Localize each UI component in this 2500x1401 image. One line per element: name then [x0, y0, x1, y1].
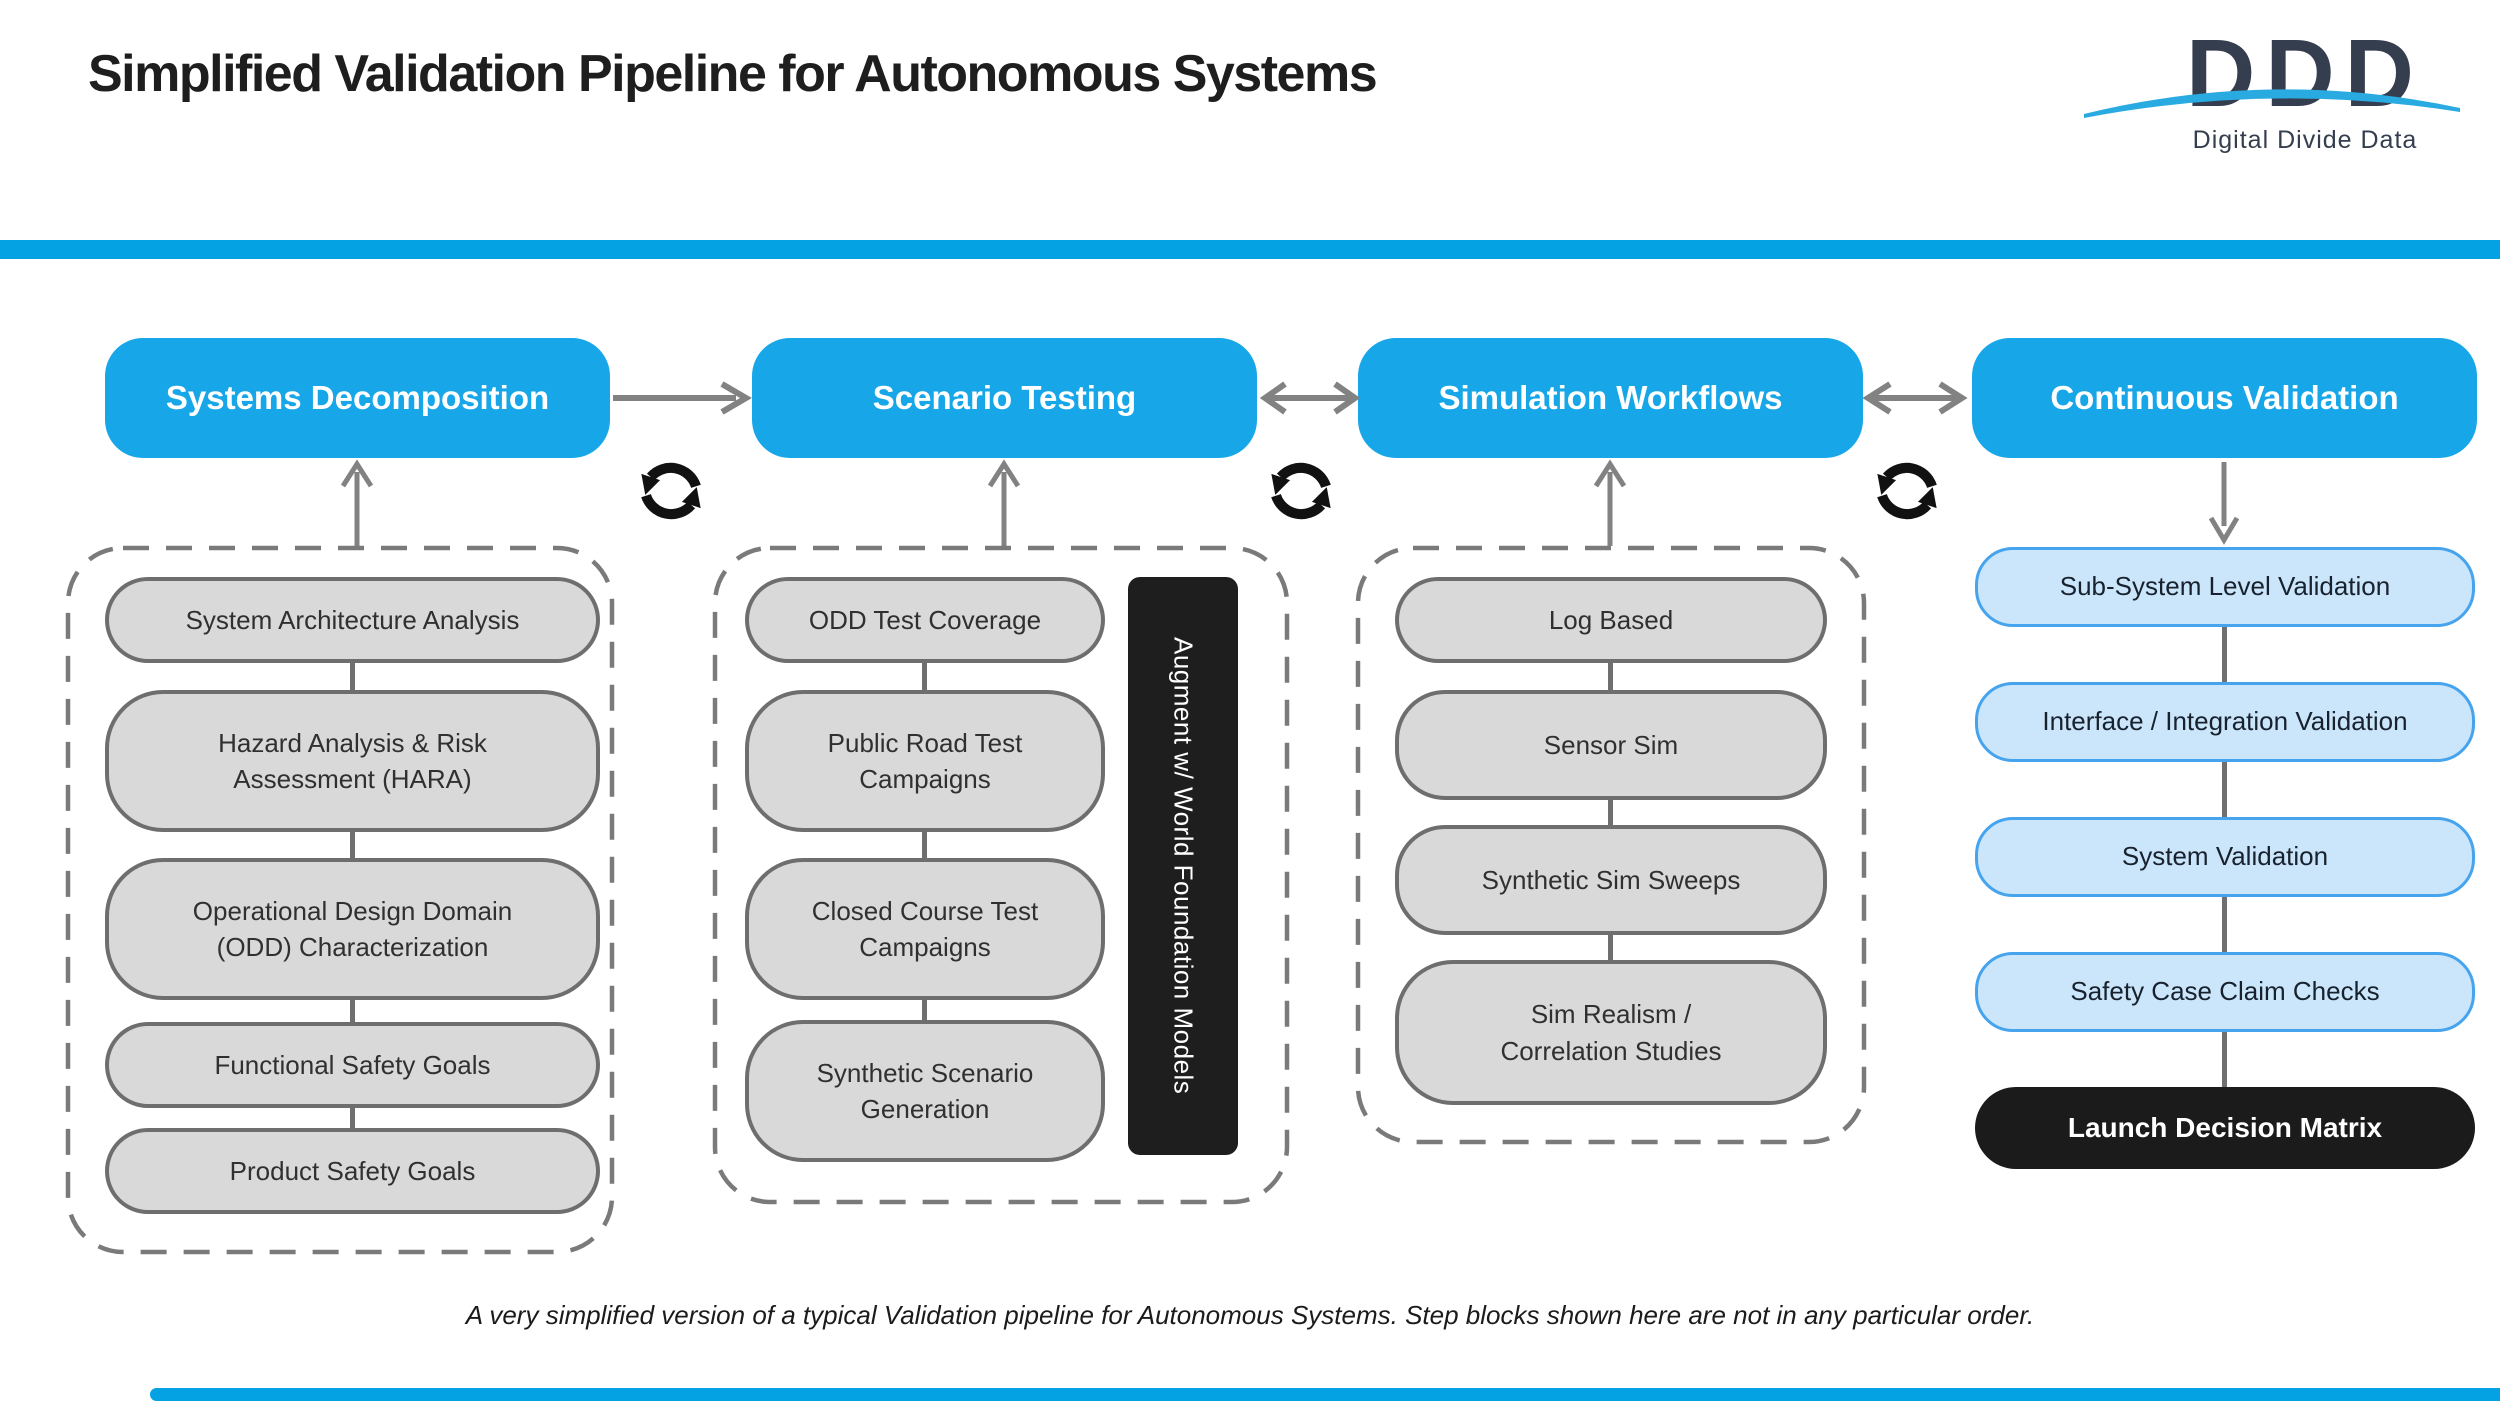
up-arrow-icon	[340, 459, 374, 546]
step-connector	[1608, 800, 1613, 825]
step-label: Log Based	[1548, 604, 1674, 635]
logo-acronym: DDD	[2186, 20, 2424, 127]
step-connector	[350, 1108, 355, 1128]
validation-step-box: Safety Case Claim Checks	[1975, 952, 2475, 1032]
step-box: ODD Test Coverage	[745, 577, 1105, 663]
validation-step-box: Interface / Integration Validation	[1975, 682, 2475, 762]
logo-company-name: Digital Divide Data	[2192, 126, 2418, 154]
step-connector	[922, 832, 927, 858]
stage-group-border	[65, 545, 615, 1255]
down-arrow-icon	[2208, 462, 2240, 545]
stage-pill-continuous-validation: Continuous Validation	[1972, 338, 2477, 458]
stage-title: Continuous Validation	[2050, 379, 2399, 416]
stage-title: Simulation Workflows	[1438, 379, 1783, 416]
step-label: Interface / Integration Validation	[2042, 706, 2408, 737]
validation-step-box: System Validation	[1975, 817, 2475, 897]
stage-group-border	[1355, 545, 1867, 1145]
up-arrow-icon	[1593, 459, 1627, 546]
company-logo: DDD Digital Divide Data	[2140, 26, 2470, 155]
step-label: ODD Test Coverage	[808, 604, 1042, 635]
step-connector	[922, 1000, 927, 1020]
step-box: Log Based	[1395, 577, 1827, 663]
launch-decision-box: Launch Decision Matrix	[1975, 1087, 2475, 1169]
cycle-icon	[1877, 462, 1937, 520]
validation-step-box: Sub-System Level Validation	[1975, 547, 2475, 627]
step-connector	[350, 832, 355, 858]
stage-group-border	[712, 545, 1290, 1205]
footer-caption: A very simplified version of a typical V…	[465, 1300, 2035, 1330]
step-label: System Validation	[2121, 841, 2329, 872]
up-arrow-icon	[987, 459, 1021, 546]
step-box: Closed Course Test Campaigns	[745, 858, 1105, 1000]
step-label: Operational Design Domain (ODD) Characte…	[192, 895, 513, 962]
step-label: Safety Case Claim Checks	[2070, 976, 2380, 1007]
step-connector	[2222, 627, 2227, 682]
step-connector	[2222, 897, 2227, 952]
step-box: Sim Realism / Correlation Studies	[1395, 960, 1827, 1105]
step-connector	[2222, 762, 2227, 817]
augment-note-box: Augment w/ World Foundation Models	[1128, 577, 1238, 1155]
step-box: Operational Design Domain (ODD) Characte…	[105, 858, 600, 1000]
step-label: Sub-System Level Validation	[2059, 571, 2391, 602]
logo-swoosh-icon	[2084, 89, 2460, 118]
step-label: Launch Decision Matrix	[2067, 1112, 2383, 1143]
step-box: Synthetic Sim Sweeps	[1395, 825, 1827, 935]
step-label: Public Road Test Campaigns	[827, 727, 1023, 794]
double-arrow-icon	[1259, 381, 1361, 415]
page-title: Simplified Validation Pipeline for Auton…	[88, 45, 1378, 103]
bottom-accent-bar	[150, 1388, 2500, 1401]
step-box: Product Safety Goals	[105, 1128, 600, 1214]
step-connector	[1608, 935, 1613, 960]
step-connector	[350, 663, 355, 690]
step-label: Closed Course Test Campaigns	[811, 895, 1039, 962]
step-label: System Architecture Analysis	[185, 604, 520, 635]
step-box: Public Road Test Campaigns	[745, 690, 1105, 832]
step-label: Sensor Sim	[1543, 729, 1679, 760]
step-label: Synthetic Sim Sweeps	[1481, 864, 1741, 895]
step-connector	[922, 663, 927, 690]
step-label: Product Safety Goals	[229, 1155, 476, 1186]
step-label: Synthetic Scenario Generation	[816, 1057, 1034, 1124]
stage-pill-simulation-workflows: Simulation Workflows	[1358, 338, 1863, 458]
stage-title: Scenario Testing	[872, 379, 1137, 416]
step-box: Sensor Sim	[1395, 690, 1827, 800]
step-box: Hazard Analysis & Risk Assessment (HARA)	[105, 690, 600, 832]
cycle-icon	[1271, 462, 1331, 520]
double-arrow-icon	[1862, 381, 1968, 415]
cycle-icon	[641, 462, 701, 520]
arrow-right-icon	[613, 381, 752, 415]
step-connector	[2222, 1032, 2227, 1087]
step-box: Synthetic Scenario Generation	[745, 1020, 1105, 1162]
step-label: Functional Safety Goals	[214, 1049, 491, 1080]
step-label: Sim Realism / Correlation Studies	[1500, 999, 1722, 1066]
step-label: Hazard Analysis & Risk Assessment (HARA)	[218, 727, 487, 794]
stage-title: Systems Decomposition	[165, 379, 550, 416]
step-connector	[1608, 663, 1613, 690]
stage-pill-systems-decomposition: Systems Decomposition	[105, 338, 610, 458]
step-box: System Architecture Analysis	[105, 577, 600, 663]
stage-pill-scenario-testing: Scenario Testing	[752, 338, 1257, 458]
augment-note-label: Augment w/ World Foundation Models	[1168, 637, 1199, 1095]
top-accent-bar	[0, 240, 2500, 259]
step-box: Functional Safety Goals	[105, 1022, 600, 1108]
step-connector	[350, 1000, 355, 1022]
